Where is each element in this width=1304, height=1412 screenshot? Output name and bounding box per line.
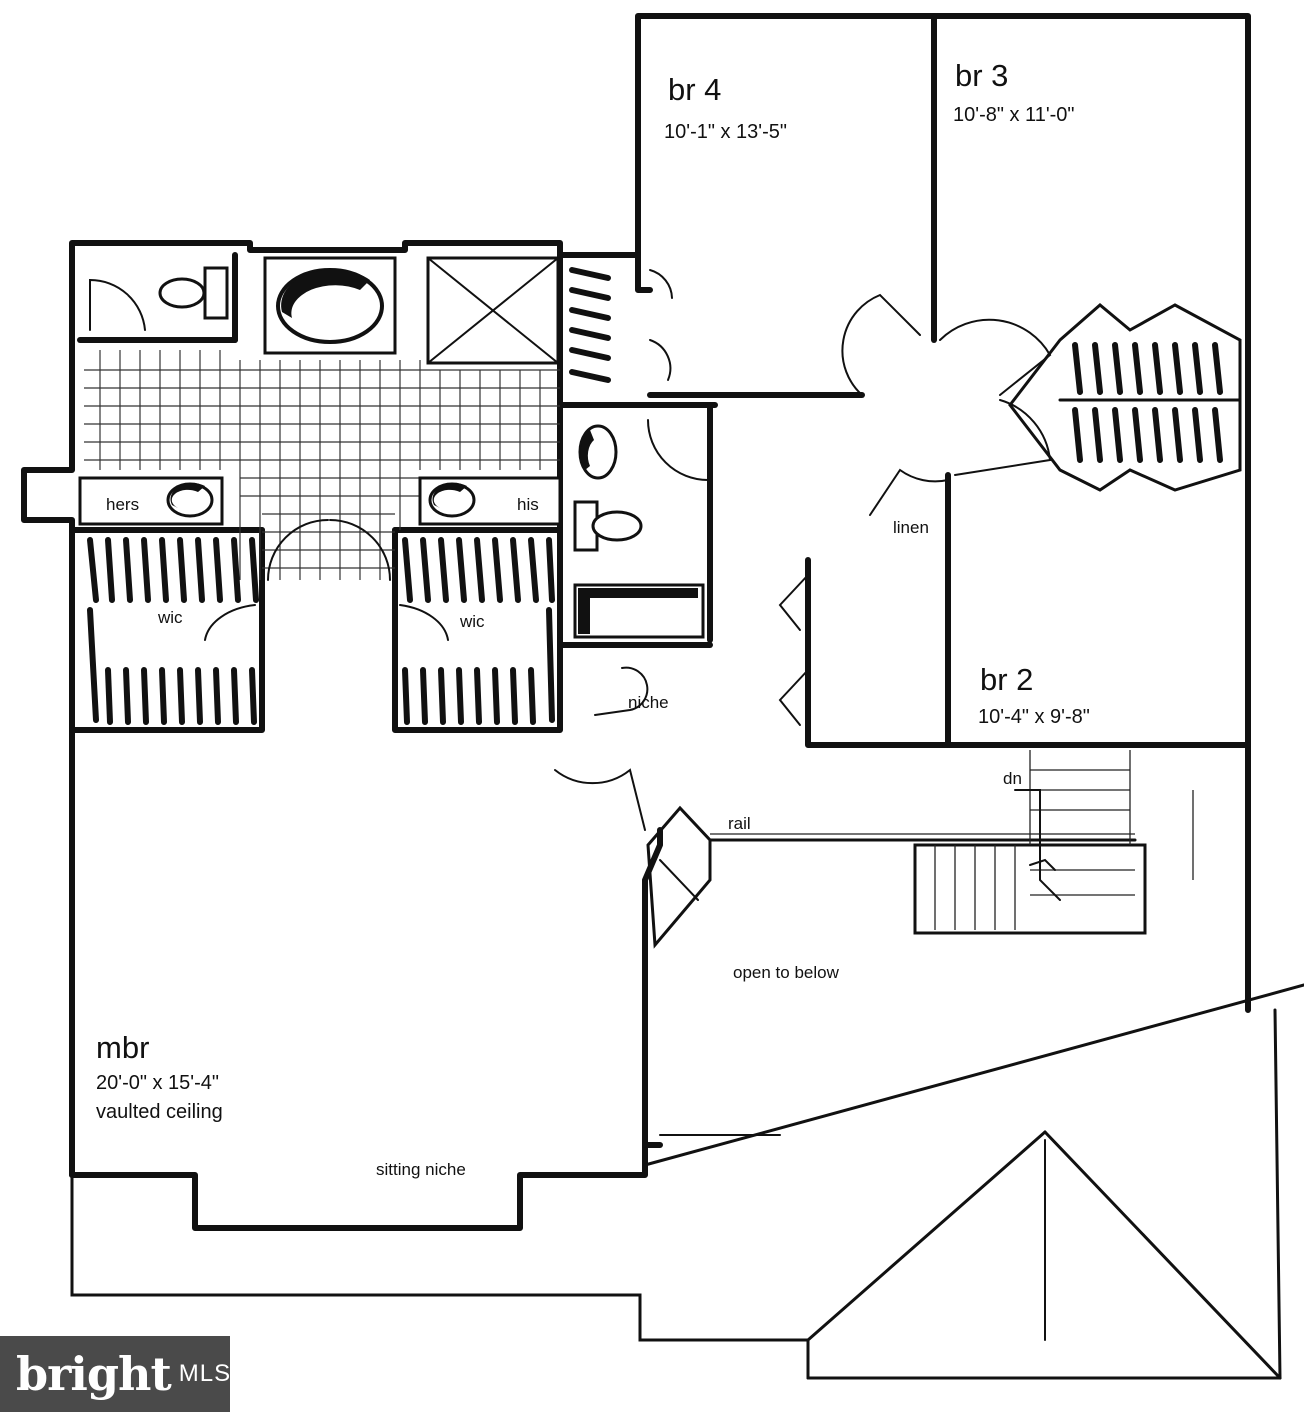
hall-toilet bbox=[591, 510, 643, 542]
logo-suffix: MLS bbox=[178, 1360, 232, 1387]
sitting-niche-label: sitting niche bbox=[376, 1160, 466, 1179]
open-to-below-label: open to below bbox=[733, 963, 840, 982]
roof-lines bbox=[643, 983, 1304, 1380]
mbr-note: vaulted ceiling bbox=[96, 1101, 223, 1123]
wic-left-label: wic bbox=[157, 608, 183, 627]
br2-name: br 2 bbox=[980, 662, 1033, 697]
br2-dims: 10'-4" x 9'-8" bbox=[978, 706, 1090, 728]
wic-right-label: wic bbox=[459, 612, 485, 631]
linen-label: linen bbox=[893, 518, 929, 537]
br3-name: br 3 bbox=[955, 58, 1008, 93]
bright-mls-logo: bright MLS bbox=[0, 1336, 230, 1412]
closet-hangers bbox=[87, 267, 1242, 725]
stair bbox=[708, 750, 1194, 935]
door-swings bbox=[204, 269, 1052, 949]
interior-walls bbox=[69, 13, 1251, 748]
br3-dims: 10'-8" x 11'-0" bbox=[953, 104, 1075, 126]
mbr-dims: 20'-0" x 15'-4" bbox=[96, 1072, 219, 1094]
toilet bbox=[158, 277, 206, 309]
br4-dims: 10'-1" x 13'-5" bbox=[664, 121, 787, 143]
mbr-name: mbr bbox=[96, 1030, 149, 1065]
toilet-tank bbox=[203, 266, 229, 320]
hers-label: hers bbox=[106, 495, 139, 514]
rail-label: rail bbox=[728, 814, 751, 833]
niche-label: niche bbox=[628, 693, 669, 712]
his-label: his bbox=[517, 495, 539, 514]
br4-name: br 4 bbox=[668, 72, 721, 107]
bath-tile-grid bbox=[84, 350, 560, 580]
logo-brand: bright bbox=[16, 1347, 172, 1401]
exterior-walls bbox=[21, 13, 1251, 1342]
bath-fixtures bbox=[78, 256, 709, 639]
dn-label: dn bbox=[1003, 769, 1022, 788]
